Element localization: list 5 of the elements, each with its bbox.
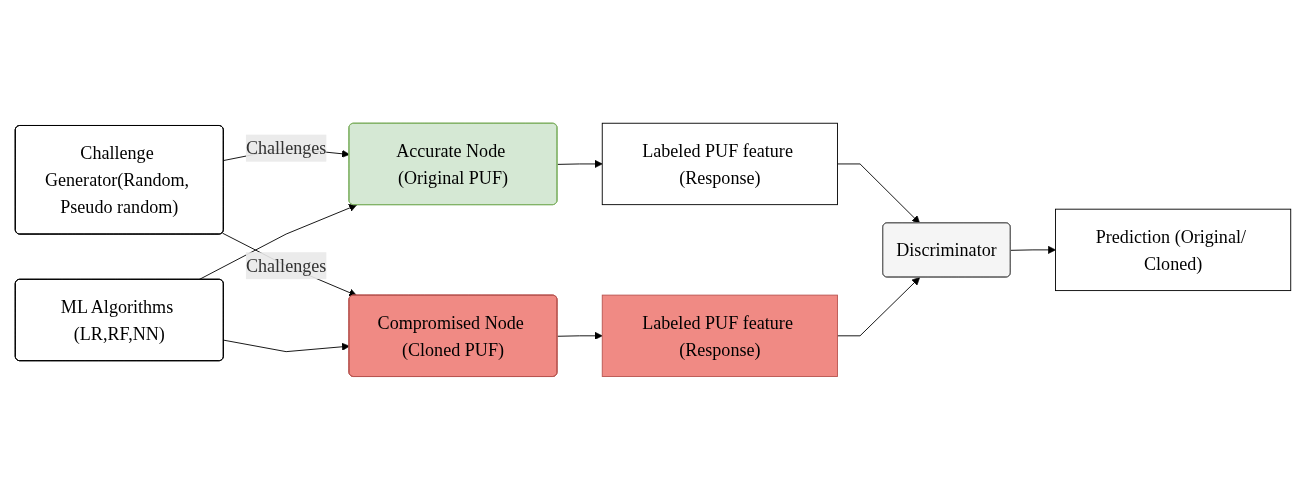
node-box: Labeled PUF feature (Response) — [601, 122, 838, 206]
node-box: Prediction (Original/ Cloned) — [1055, 208, 1292, 292]
node-box: Labeled PUF feature (Response) — [601, 294, 838, 378]
edge-label: Challenges — [245, 255, 327, 276]
edge-label: Challenges — [245, 138, 327, 159]
